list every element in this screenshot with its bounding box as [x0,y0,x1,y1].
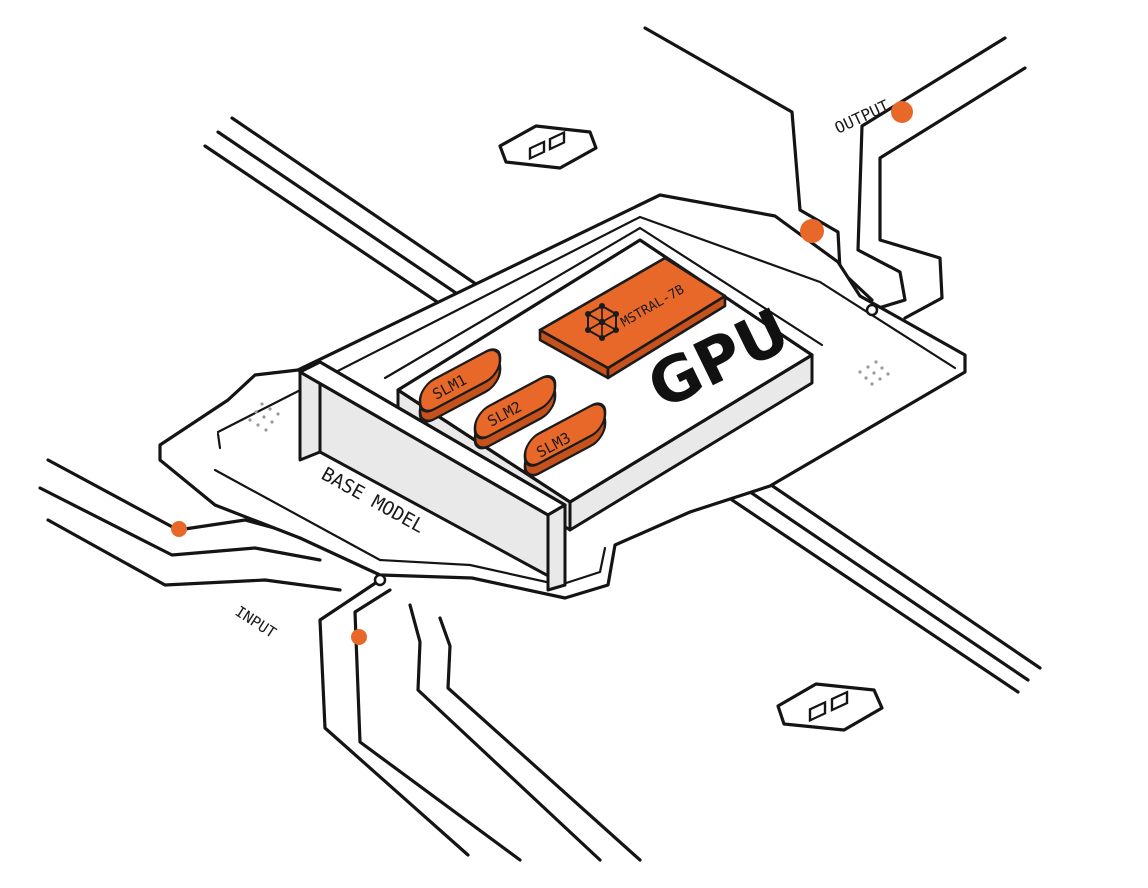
connector-block-icon [498,124,598,170]
bottom-traces [318,578,642,862]
slm2-module [473,375,557,450]
output-signal-dot [891,101,913,123]
input-trace-dot-bottom [351,629,367,645]
connector-hole-bottom [373,573,387,587]
stipple-marks [248,360,890,432]
mistral-module [538,256,727,380]
input-label: INPUT [232,602,280,642]
connector-hole-top [865,303,879,317]
network-node-icon [585,303,619,341]
slm1-module [418,348,502,423]
slm3-module [523,402,607,477]
base-model-slot [298,360,567,592]
connector-block-icon [776,682,884,732]
output-trace-dot [800,219,824,243]
input-trace-dot-left [171,521,187,537]
